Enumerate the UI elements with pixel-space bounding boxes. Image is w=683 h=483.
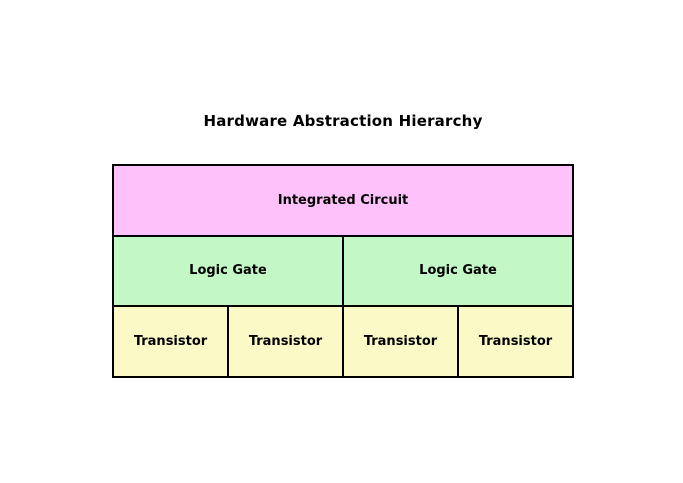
hierarchy-stack: Integrated Circuit Logic Gate Logic Gate… <box>112 164 574 378</box>
layer-cell-transistor-3: Transistor <box>343 306 458 377</box>
layer-cell-transistor-4: Transistor <box>458 306 573 377</box>
layer-cell-integrated-circuit: Integrated Circuit <box>113 165 573 236</box>
layer-cell-logic-gate-2: Logic Gate <box>343 235 573 307</box>
layer-cell-logic-gate-1: Logic Gate <box>113 235 343 307</box>
diagram-title: Hardware Abstraction Hierarchy <box>203 112 483 130</box>
layer-cell-transistor-2: Transistor <box>228 306 343 377</box>
layer-cell-transistor-1: Transistor <box>113 306 228 377</box>
